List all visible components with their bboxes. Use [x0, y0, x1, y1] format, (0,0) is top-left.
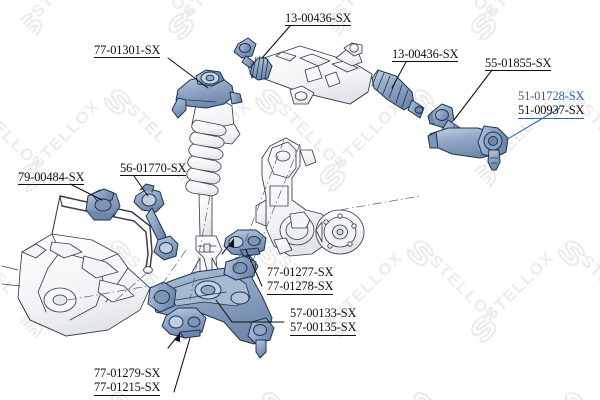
part-number-text: 77-01215-SX [94, 380, 161, 395]
part-number-text: 56-01770-SX [120, 161, 187, 175]
part-number-text-highlighted: 51-01728-SX [518, 89, 585, 103]
part-label-13-00436-right[interactable]: 13-00436-SX [392, 47, 459, 63]
part-number-text: 57-00135-SX [290, 320, 357, 335]
part-label-77-01301[interactable]: 77-01301-SX [94, 43, 161, 59]
part-number-text: 77-01277-SX [267, 265, 334, 279]
part-label-77-01277[interactable]: 77-01277-SX 77-01278-SX [267, 265, 333, 295]
part-number-text: 77-01301-SX [94, 43, 161, 57]
part-number-text: 77-01279-SX [94, 366, 161, 380]
part-label-79-00484[interactable]: 79-00484-SX [18, 170, 85, 186]
part-label-55-01855[interactable]: 55-01855-SX [485, 56, 552, 72]
part-number-text: 55-01855-SX [485, 56, 552, 70]
part-label-77-01279[interactable]: 77-01279-SX 77-01215-SX [94, 366, 160, 396]
part-number-text: 13-00436-SX [285, 11, 352, 25]
part-label-57-00133[interactable]: 57-00133-SX 57-00135-SX [290, 306, 356, 336]
part-number-text: 79-00484-SX [18, 170, 85, 184]
part-label-13-00436-top[interactable]: 13-00436-SX [285, 11, 352, 27]
part-number-text: 51-00937-SX [518, 103, 585, 118]
part-number-text: 77-01278-SX [267, 279, 334, 294]
part-number-text: 57-00133-SX [290, 306, 357, 320]
part-number-text: 13-00436-SX [392, 47, 459, 61]
part-label-56-01770[interactable]: 56-01770-SX [120, 161, 187, 177]
part-label-51-01728[interactable]: 51-01728-SX 51-00937-SX [518, 89, 584, 119]
